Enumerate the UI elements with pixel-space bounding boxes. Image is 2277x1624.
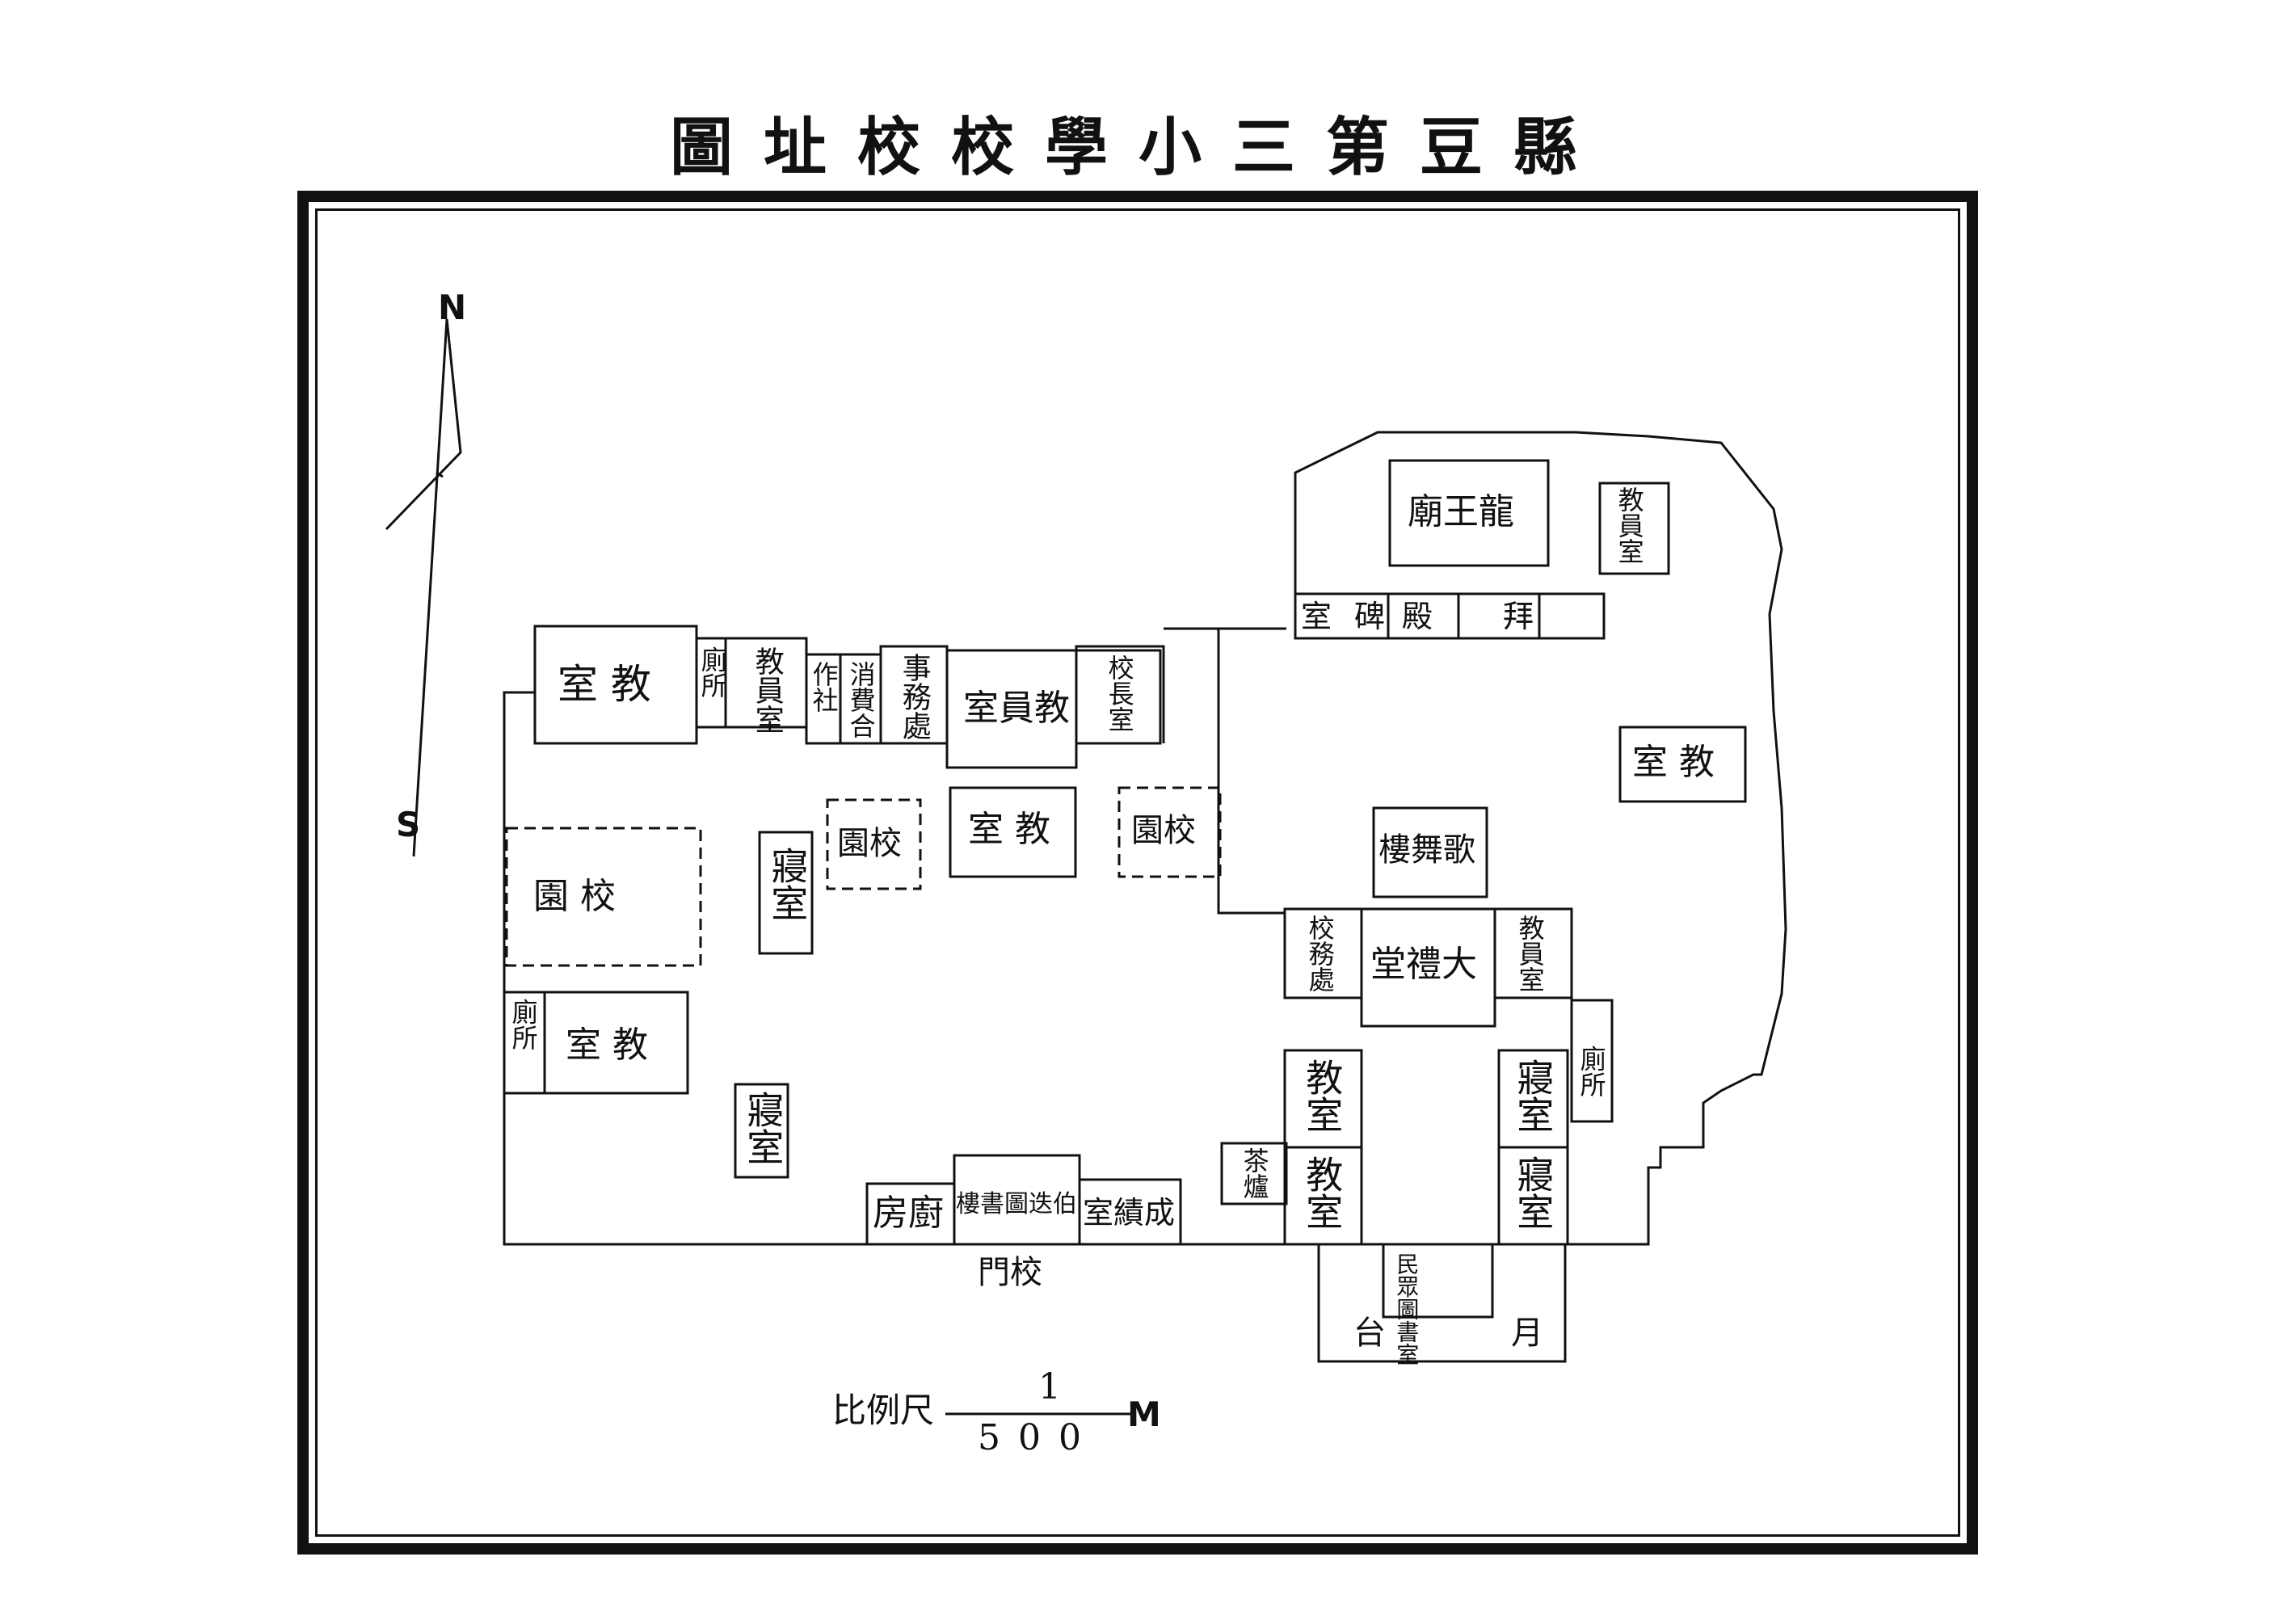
scale-label: 比例尺: [832, 1390, 935, 1430]
room-library-building: 樓書圖迭伯: [956, 1190, 1077, 1218]
map-frame-inner: [315, 208, 1960, 1537]
scale-numerator: 1: [1038, 1366, 1061, 1407]
room-classroom-center: 室 教: [968, 809, 1050, 850]
room-classroom-w: 室 教: [566, 1024, 648, 1066]
room-kitchen: 房廚: [873, 1193, 944, 1234]
garden-center-right-label: 園校: [1131, 812, 1196, 849]
room-dorm-se2: 寢室: [1511, 1155, 1555, 1230]
room-toilet-nw: 廁所: [697, 646, 728, 698]
room-song-dance: 樓舞歌: [1378, 831, 1475, 869]
school-gate-label: 門校: [978, 1254, 1042, 1291]
room-principal: 校長室: [1104, 654, 1135, 732]
platform-right-label: 月: [1511, 1315, 1543, 1352]
room-classroom-e: 室 教: [1632, 742, 1715, 783]
room-auditorium: 堂禮大: [1370, 944, 1477, 985]
dragon-temple-box: [1388, 459, 1550, 567]
room-tea-stove: 茶爐: [1239, 1147, 1270, 1199]
garden-west-label: 園 校: [533, 876, 616, 917]
room-school-affairs: 校務處: [1304, 915, 1336, 992]
platform-left-label: 台: [1353, 1315, 1386, 1352]
room-stele-room: 室: [1301, 599, 1332, 634]
room-staff-nw: 教員室: [750, 646, 784, 734]
map-title: 圖址校校學小三第豆縣: [669, 111, 1607, 184]
room-consumer: 消費合: [845, 661, 877, 738]
room-toilet-e: 廁所: [1576, 1046, 1607, 1097]
room-staff-ne: 教員室: [1614, 486, 1645, 564]
scale-unit: M: [1127, 1395, 1161, 1434]
compass-north-label: N: [438, 288, 467, 327]
room-classroom-se2: 教室: [1300, 1155, 1345, 1230]
classroom-center-box: [949, 786, 1077, 878]
room-classroom-se1: 教室: [1300, 1058, 1345, 1133]
room-affairs: 事務處: [897, 653, 931, 740]
room-dorm-se1: 寢室: [1511, 1058, 1555, 1133]
east-compound-wall: [1294, 431, 1787, 1246]
garden-west: [505, 827, 702, 967]
garden-center-right: [1117, 786, 1222, 878]
compass-south-label: S: [396, 805, 421, 844]
room-results: 室績成: [1083, 1195, 1176, 1231]
courtyard-divider: [1164, 627, 1285, 915]
scale-denominator: 500: [978, 1417, 1099, 1458]
garden-center-left: [826, 798, 922, 890]
song-dance-box: [1372, 806, 1488, 898]
west-compound-wall: [503, 691, 1286, 1246]
map-frame-outer: [297, 191, 1978, 1555]
room-dorm-left-top: 寢室: [765, 847, 810, 921]
dragon-temple-label: 廟王龍: [1408, 491, 1514, 532]
room-staff-e: 教員室: [1514, 915, 1546, 992]
room-hall: 殿: [1402, 599, 1433, 634]
room-staff-room: 室員教: [963, 688, 1070, 729]
room-dorm-left-bottom: 寢室: [741, 1091, 785, 1165]
compass-needle: [385, 318, 462, 857]
room-worship: 拜: [1503, 599, 1534, 634]
room-toilet-w: 廁所: [507, 999, 539, 1050]
room-classroom-nw: 室 教: [558, 661, 651, 708]
room-public-library: 民眾圖書室: [1393, 1252, 1420, 1365]
room-coop: 作社: [808, 661, 840, 713]
room-stele: 碑: [1354, 599, 1386, 634]
garden-center-left-label: 園校: [837, 825, 902, 862]
